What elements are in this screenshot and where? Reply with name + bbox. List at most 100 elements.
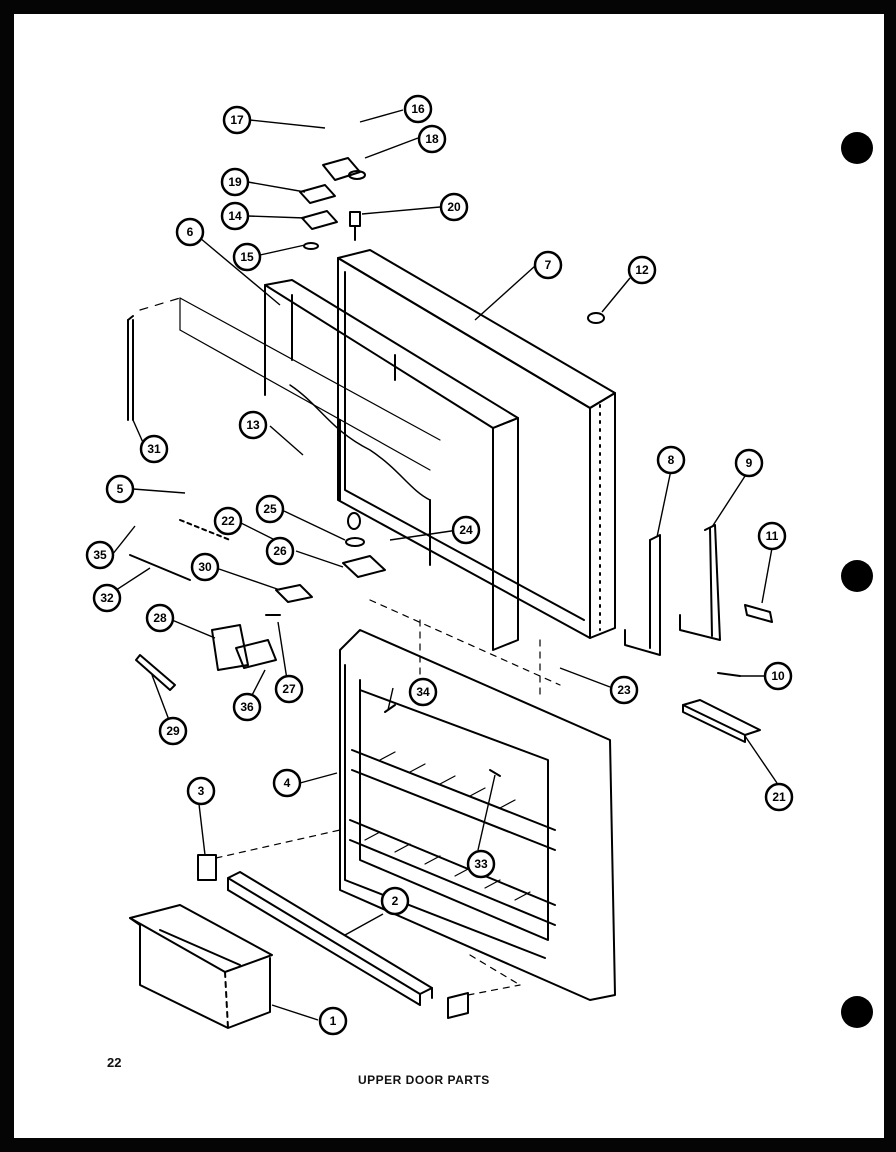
callout-circle-1: [318, 1006, 348, 1036]
stop-pad: [744, 604, 773, 623]
door-bin: [129, 904, 273, 1029]
callout-circle-3: [186, 776, 216, 806]
scan-border-right: [884, 0, 896, 1152]
shelf-retainer: [489, 769, 501, 777]
callout-circle-35: [85, 540, 115, 570]
callout-label-18: 18: [425, 132, 439, 146]
scan-border-bottom: [0, 1138, 896, 1152]
callout-label-4: 4: [284, 776, 291, 790]
callout-circle-15: [232, 242, 262, 272]
callout-circle-28: [145, 603, 175, 633]
callout-label-21: 21: [772, 790, 786, 804]
callout-circle-33: [466, 849, 496, 879]
binder-hole-bottom: [841, 996, 873, 1028]
callout-circle-2: [380, 886, 410, 916]
inner-panel-outline: [139, 297, 441, 471]
callout-label-6: 6: [187, 225, 194, 239]
callout-label-11: 11: [766, 529, 779, 543]
callout-label-28: 28: [153, 611, 167, 625]
bottom-trim-bar: [227, 871, 433, 1006]
callout-label-24: 24: [459, 523, 473, 537]
callout-label-8: 8: [668, 453, 675, 467]
callout-circle-9: [734, 448, 764, 478]
leader-lines: [109, 109, 778, 1021]
callout-circle-19: [220, 167, 250, 197]
callout-circle-31: [139, 434, 169, 464]
callout-circle-22: [213, 506, 243, 536]
callout-circle-20: [439, 192, 469, 222]
callout-label-31: 31: [147, 442, 161, 456]
callout-label-16: 16: [411, 102, 425, 116]
screw: [717, 672, 741, 677]
callout-label-5: 5: [117, 482, 124, 496]
door-inner-liner: [339, 629, 616, 1001]
callout-circle-7: [533, 250, 563, 280]
callout-label-7: 7: [545, 258, 552, 272]
callout-circle-32: [92, 583, 122, 613]
trim-strip: [127, 315, 134, 421]
door-liner-frame: [264, 279, 519, 651]
callout-circle-23: [609, 675, 639, 705]
callout-label-29: 29: [166, 724, 180, 738]
callout-circle-17: [222, 105, 252, 135]
end-cap: [447, 954, 521, 1019]
callout-label-27: 27: [282, 682, 296, 696]
callout-label-10: 10: [771, 669, 785, 683]
door-stop-bracket: [624, 534, 661, 656]
callout-label-3: 3: [198, 784, 205, 798]
callout-circle-12: [627, 255, 657, 285]
callout-label-15: 15: [240, 250, 254, 264]
callout-label-22: 22: [221, 514, 235, 528]
callout-label-20: 20: [447, 200, 461, 214]
scan-border-top: [0, 0, 896, 14]
callout-circle-36: [232, 692, 262, 722]
top-hinge: [299, 157, 366, 250]
channel-strip: [682, 699, 761, 743]
callout-label-19: 19: [228, 175, 242, 189]
callout-circle-13: [238, 410, 268, 440]
callout-label-36: 36: [240, 700, 254, 714]
callout-circle-25: [255, 494, 285, 524]
callout-circle-27: [274, 674, 304, 704]
callout-circle-14: [220, 201, 250, 231]
callout-label-14: 14: [228, 209, 242, 223]
callout-circle-26: [265, 536, 295, 566]
callout-circle-8: [656, 445, 686, 475]
gasket-outline: [369, 599, 561, 701]
callout-label-9: 9: [746, 456, 753, 470]
callout-circle-6: [175, 217, 205, 247]
callout-label-33: 33: [474, 857, 488, 871]
shelf-clip: [384, 704, 396, 713]
callout-circle-29: [158, 716, 188, 746]
callout-label-12: 12: [635, 263, 649, 277]
scan-border-left: [0, 0, 14, 1152]
callout-circle-24: [451, 515, 481, 545]
outer-door-panel: [337, 249, 616, 639]
lower-hinge: [129, 512, 386, 691]
callout-circle-5: [105, 474, 135, 504]
page-number: 22: [107, 1055, 122, 1070]
callout-label-17: 17: [230, 113, 244, 127]
callout-label-1: 1: [330, 1014, 337, 1028]
diagram-caption: UPPER DOOR PARTS: [358, 1073, 490, 1087]
callout-circle-18: [417, 124, 447, 154]
callout-label-26: 26: [273, 544, 287, 558]
callout-circle-21: [764, 782, 794, 812]
callout-circle-34: [408, 677, 438, 707]
door-stop-bracket-2: [679, 524, 721, 641]
callout-circle-16: [403, 94, 433, 124]
callout-label-32: 32: [100, 591, 114, 605]
hole-plug: [587, 312, 605, 324]
callout-circle-30: [190, 552, 220, 582]
callout-label-30: 30: [198, 560, 212, 574]
hinge-bracket: [197, 829, 341, 881]
binder-hole-middle: [841, 560, 873, 592]
callout-label-2: 2: [392, 894, 399, 908]
callout-label-25: 25: [263, 502, 277, 516]
callout-circle-11: [757, 521, 787, 551]
callout-label-35: 35: [93, 548, 107, 562]
callout-circle-10: [763, 661, 793, 691]
